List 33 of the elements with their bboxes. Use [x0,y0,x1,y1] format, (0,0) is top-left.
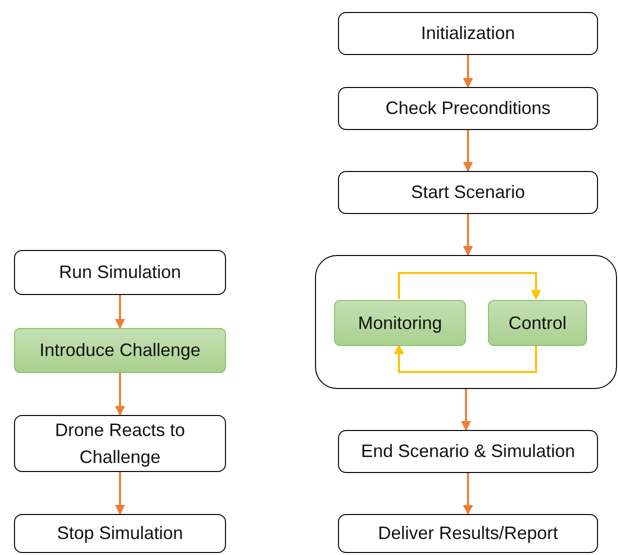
process-box [338,430,598,473]
process-box [14,415,226,472]
box-label: Drone Reacts to Challenge [54,418,186,469]
arrow [398,272,541,300]
box-label: End Scenario & Simulation [360,440,576,463]
arrow [115,472,125,515]
process-box [14,328,226,373]
process-box [14,250,226,295]
arrow [463,473,473,515]
box-label: Initialization [420,22,516,45]
box-label: Stop Simulation [56,522,184,545]
box-label: Run Simulation [58,261,182,284]
process-box [14,514,226,553]
box-label: Check Preconditions [385,97,551,120]
process-box [338,171,598,214]
box-label: Deliver Results/Report [378,522,558,545]
process-box [338,12,598,55]
arrow [115,373,125,416]
process-box [334,300,466,346]
box-label: Start Scenario [410,181,526,204]
arrow [461,389,471,431]
arrow [463,214,473,256]
process-box [338,514,598,553]
arrow [463,130,473,172]
process-box [488,300,587,346]
box-label: Introduce Challenge [39,339,201,362]
process-box [338,87,598,130]
arrow [463,55,473,88]
box-label: Control [508,312,567,334]
box-label: Monitoring [358,312,442,335]
loop-container [315,255,617,389]
arrow [394,344,537,373]
arrow [115,295,125,329]
